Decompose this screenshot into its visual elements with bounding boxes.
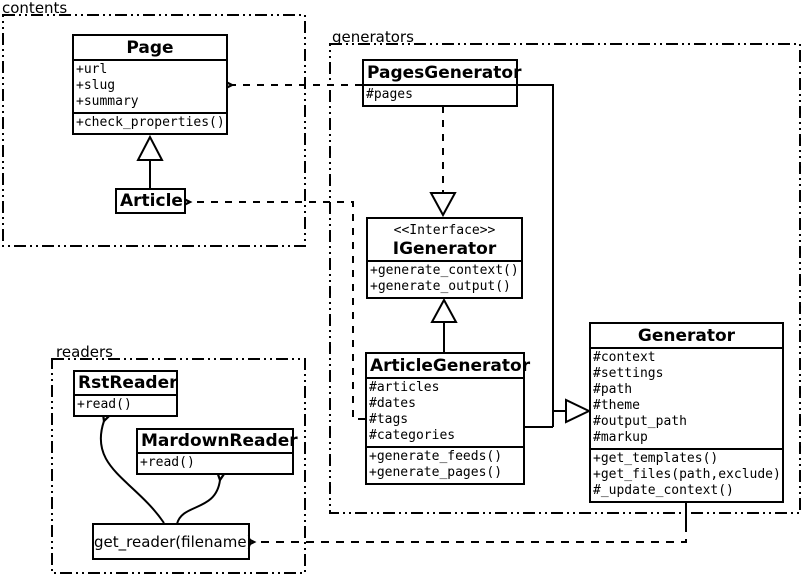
method-row: #_update_context(): [593, 483, 734, 498]
class-articlegenerator: ArticleGenerator #articles #dates #tags …: [365, 352, 531, 485]
attribute-row: #settings: [593, 366, 664, 381]
get-reader-label: get_reader(filename): [94, 532, 253, 551]
articlegenerator-to-article-dependency-arrow: [190, 202, 365, 420]
class-rstreader: RstReader +read(): [73, 370, 178, 417]
readers-package-label: readers: [56, 343, 113, 361]
method-row: +get_templates(): [593, 451, 719, 466]
attribute-row: #articles: [369, 380, 440, 395]
method-row: +read(): [140, 455, 195, 470]
class-page: Page +url +slug +summary +check_properti…: [72, 34, 228, 135]
class-pagesgenerator-title: PagesGenerator: [367, 63, 522, 83]
class-mardownreader-methods: +read(): [138, 452, 292, 473]
pagesgenerator-to-igenerator-triangle-icon: [429, 192, 457, 218]
class-igenerator: <<Interface>> IGenerator +generate_conte…: [366, 217, 523, 299]
class-generator-title: Generator: [637, 326, 736, 346]
getreader-to-mardownreader-arrow: [176, 480, 220, 525]
articlegenerator-to-igenerator-triangle-icon: [430, 297, 458, 323]
attribute-row: +slug: [76, 78, 116, 93]
class-page-title: Page: [126, 38, 174, 58]
class-generator-methods: +get_templates() +get_files(path,exclude…: [591, 448, 782, 501]
class-article-title: Article: [120, 191, 183, 211]
class-article: Article: [115, 188, 186, 214]
attribute-row: #context: [593, 350, 656, 365]
method-row: +get_files(path,exclude): [593, 467, 781, 482]
generators-package-label: generators: [332, 28, 414, 46]
class-generator-attributes: #context #settings #path #theme #output_…: [591, 347, 782, 448]
method-row: +generate_context(): [370, 263, 519, 278]
attribute-row: #categories: [369, 428, 456, 443]
class-igenerator-methods: +generate_context() +generate_output(): [368, 260, 521, 297]
class-pagesgenerator: PagesGenerator #pages: [362, 59, 522, 107]
generator-inheritance-triangle-icon: [565, 398, 592, 424]
method-row: +read(): [77, 397, 132, 412]
method-row: +generate_pages(): [369, 465, 503, 480]
generators-package-border: [329, 43, 801, 514]
class-page-attributes: +url +slug +summary: [74, 59, 226, 112]
attribute-row: #theme: [593, 398, 640, 413]
attribute-row: #pages: [366, 87, 413, 102]
method-row: +check_properties(): [76, 115, 225, 130]
class-igenerator-title: IGenerator: [392, 239, 497, 259]
article-to-page-inheritance-triangle-icon: [136, 134, 164, 161]
pagesgenerator-to-generator-inheritance-line: [518, 84, 554, 427]
class-articlegenerator-methods: +generate_feeds() +generate_pages(): [367, 446, 523, 483]
contents-package-border: [2, 14, 306, 247]
class-rstreader-title: RstReader: [78, 373, 178, 393]
class-mardownreader-title: MardownReader: [141, 431, 298, 451]
generator-to-getreader-dependency-arrow: [254, 524, 687, 542]
readers-package-border: [51, 358, 306, 574]
attribute-row: #dates: [369, 396, 416, 411]
class-igenerator-stereotype: <<Interface>>: [393, 223, 496, 238]
class-generator: Generator #context #settings #path #them…: [589, 322, 784, 503]
class-pagesgenerator-attributes: #pages: [364, 84, 516, 105]
class-page-methods: +check_properties(): [74, 112, 226, 133]
attribute-row: +summary: [76, 94, 139, 109]
class-articlegenerator-title: ArticleGenerator: [370, 356, 531, 376]
class-mardownreader: MardownReader +read(): [136, 428, 298, 475]
class-rstreader-methods: +read(): [75, 394, 176, 415]
attribute-row: #tags: [369, 412, 409, 427]
attribute-row: #markup: [593, 430, 648, 445]
get-reader-box: get_reader(filename): [92, 523, 253, 560]
method-row: +generate_output(): [370, 279, 511, 294]
getreader-to-rstreader-arrow: [99, 421, 165, 524]
class-articlegenerator-attributes: #articles #dates #tags #categories: [367, 377, 523, 446]
contents-package-label: contents: [2, 0, 68, 17]
attribute-row: +url: [76, 62, 108, 77]
method-row: +generate_feeds(): [369, 449, 503, 464]
attribute-row: #path: [593, 382, 633, 397]
attribute-row: #output_path: [593, 414, 687, 429]
